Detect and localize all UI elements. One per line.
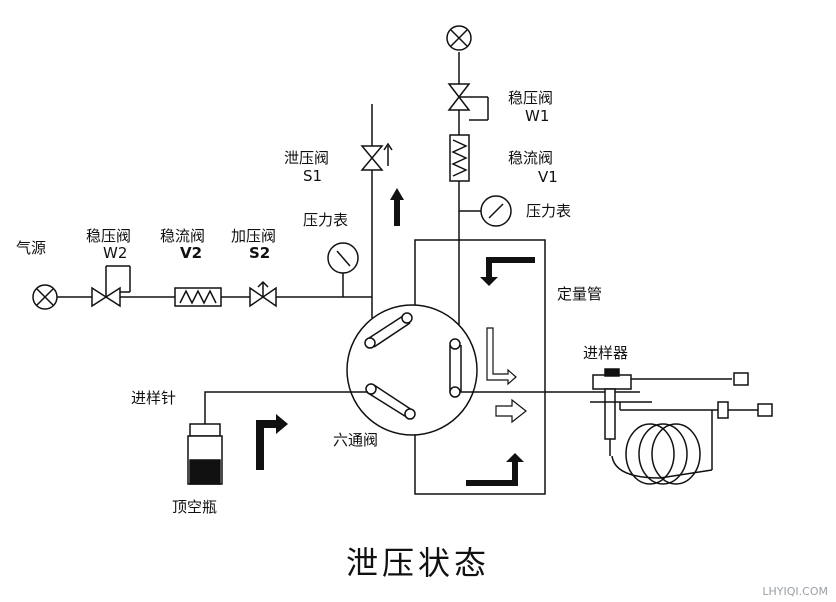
label-regulator-w1: 稳压阀 — [508, 89, 554, 107]
arrow-right-open-icon — [495, 398, 527, 424]
diagram-title: 泄压状态 — [345, 544, 490, 582]
flow-valve-v1-icon — [449, 134, 470, 182]
label-six-way-valve: 六通阀 — [333, 431, 379, 449]
valve-channel-top-left — [364, 312, 413, 349]
arrow-up-relief-icon — [390, 188, 404, 226]
flow-arrows — [256, 188, 535, 486]
label-gas-source: 气源 — [16, 239, 47, 257]
pressure-gauge-right-icon — [459, 195, 512, 227]
label-quant-loop: 定量管 — [557, 285, 603, 303]
relief-valve-s1-icon — [360, 142, 393, 171]
label-regulator-w2-code: W2 — [103, 244, 128, 262]
headspace-vial-icon — [187, 423, 223, 485]
label-injector: 进样器 — [583, 344, 629, 362]
regulator-w2-icon — [91, 265, 131, 308]
label-relief-valve-code: S1 — [303, 167, 323, 185]
pressurize-valve-s2-icon — [249, 280, 277, 308]
injector-icon — [590, 368, 773, 485]
label-headspace-vial: 顶空瓶 — [172, 498, 218, 516]
valve-channel-bottom-left — [365, 383, 416, 420]
label-relief-valve: 泄压阀 — [284, 149, 330, 167]
six-way-valve — [346, 304, 478, 436]
label-pressurize-valve: 加压阀 — [231, 227, 277, 245]
label-regulator-w2: 稳压阀 — [86, 227, 132, 245]
regulator-w1-icon — [447, 83, 489, 121]
arrow-vial-icon — [256, 414, 288, 470]
label-regulator-w1-code: W1 — [525, 107, 550, 125]
label-flow-valve-v1-code: V1 — [538, 168, 558, 186]
label-sample-needle: 进样针 — [131, 389, 177, 407]
watermark: LHYIQI.COM — [762, 585, 828, 598]
label-flow-valve-v1: 稳流阀 — [508, 149, 554, 167]
arrow-loop-middle-icon — [486, 327, 517, 386]
label-flow-valve-v2-code: V2 — [180, 244, 203, 262]
label-pressure-gauge-right: 压力表 — [526, 202, 572, 220]
gas-source-icon — [32, 284, 58, 310]
gas-source-top-icon — [446, 25, 472, 51]
arrow-loop-bottom-icon — [466, 453, 524, 486]
valve-channel-right — [449, 338, 462, 398]
needle-line — [204, 391, 368, 424]
label-flow-valve-v2: 稳流阀 — [160, 227, 206, 245]
flow-valve-v2-icon — [174, 287, 222, 307]
label-pressure-gauge-left: 压力表 — [303, 211, 349, 229]
pressure-gauge-left-icon — [327, 242, 359, 297]
arrow-loop-top-icon — [480, 257, 535, 286]
label-pressurize-valve-code: S2 — [249, 244, 271, 262]
